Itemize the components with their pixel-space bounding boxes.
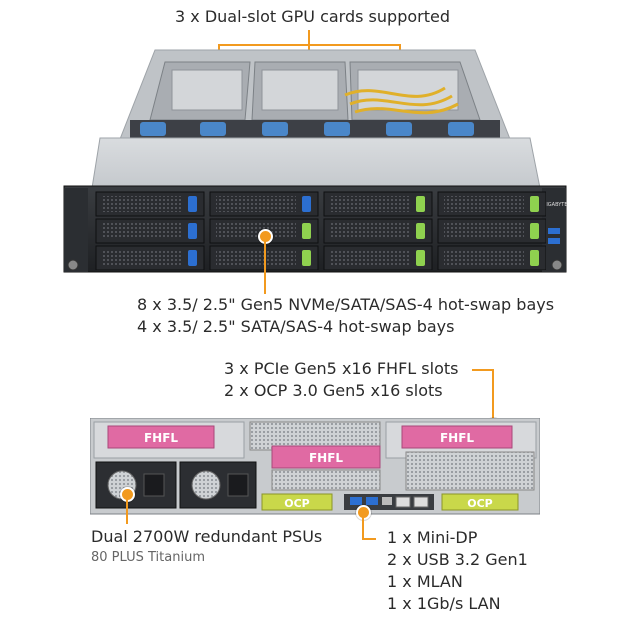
gpu-bracket-stem bbox=[308, 30, 310, 45]
drive-bay-latch bbox=[302, 196, 311, 212]
drive-bay-latch bbox=[416, 196, 425, 212]
drive-bay-vent bbox=[444, 196, 524, 212]
ocp-slot-right bbox=[441, 493, 519, 511]
drive-bay-vent bbox=[444, 250, 524, 266]
io-callout-vertical bbox=[362, 515, 364, 540]
gpu-callout-text: 3 x Dual-slot GPU cards supported bbox=[175, 7, 450, 26]
drive-bay-latch bbox=[302, 223, 311, 239]
drive-bay-vent bbox=[216, 250, 296, 266]
pcie-callout-line1: 3 x PCIe Gen5 x16 FHFL slots bbox=[224, 359, 459, 378]
fhfl-label-center: FHFL bbox=[309, 451, 343, 465]
pcie-callout-vertical bbox=[492, 369, 494, 421]
pcie-callout-line2: 2 x OCP 3.0 Gen5 x16 slots bbox=[224, 381, 443, 400]
drive-bay-latch bbox=[188, 196, 197, 212]
drive-bay-latch bbox=[416, 223, 425, 239]
drive-bay-latch bbox=[530, 250, 539, 266]
drive-bay-vent bbox=[216, 223, 296, 239]
server-rear-image: FHFL FHFL FHFL OCP OCP bbox=[90, 418, 540, 515]
drive-bay-latch bbox=[530, 223, 539, 239]
io-callout-list: 1 x Mini-DP 2 x USB 3.2 Gen1 1 x MLAN 1 … bbox=[387, 527, 528, 615]
drive-bay-vent bbox=[330, 250, 410, 266]
drive-bay-vent bbox=[330, 196, 410, 212]
ocp-label-right: OCP bbox=[467, 497, 493, 510]
drive-bay-vent bbox=[330, 223, 410, 239]
fhfl-slot-right bbox=[401, 425, 513, 449]
drive-bay-latch bbox=[188, 223, 197, 239]
bays-callout-line1: 8 x 3.5/ 2.5" Gen5 NVMe/SATA/SAS-4 hot-s… bbox=[137, 295, 555, 314]
io-item-mini-dp: 1 x Mini-DP bbox=[387, 528, 478, 547]
drive-bay-latch bbox=[188, 250, 197, 266]
pcie-callout-horizontal bbox=[472, 369, 494, 371]
drive-bay-latch bbox=[416, 250, 425, 266]
ocp-label-left: OCP bbox=[284, 497, 310, 510]
drive-bay-vent bbox=[102, 223, 182, 239]
io-item-lan: 1 x 1Gb/s LAN bbox=[387, 594, 501, 613]
psu-callout-line1: Dual 2700W redundant PSUs bbox=[91, 527, 323, 546]
ocp-slot-left bbox=[261, 493, 333, 511]
psu-callout-line bbox=[126, 498, 128, 524]
drive-bays bbox=[95, 191, 546, 270]
drive-bay-vent bbox=[102, 250, 182, 266]
io-callout-horizontal bbox=[362, 538, 376, 540]
fhfl-slot-left bbox=[107, 425, 215, 449]
bays-callout-line2: 4 x 3.5/ 2.5" SATA/SAS-4 hot-swap bays bbox=[137, 317, 455, 336]
drive-bay-vent bbox=[444, 223, 524, 239]
drive-bay-latch bbox=[530, 196, 539, 212]
bays-callout-line bbox=[264, 240, 266, 294]
drive-bay-vent bbox=[102, 196, 182, 212]
fhfl-label-right: FHFL bbox=[440, 431, 474, 445]
drive-bay-vent bbox=[216, 196, 296, 212]
psu-callout-line2: 80 PLUS Titanium bbox=[91, 550, 205, 565]
fhfl-slot-center bbox=[271, 445, 381, 469]
io-item-usb: 2 x USB 3.2 Gen1 bbox=[387, 550, 528, 569]
drive-bay-latch bbox=[302, 250, 311, 266]
front-logo: GIGABYTE bbox=[542, 202, 567, 208]
fhfl-label-left: FHFL bbox=[144, 431, 178, 445]
io-item-mlan: 1 x MLAN bbox=[387, 572, 463, 591]
